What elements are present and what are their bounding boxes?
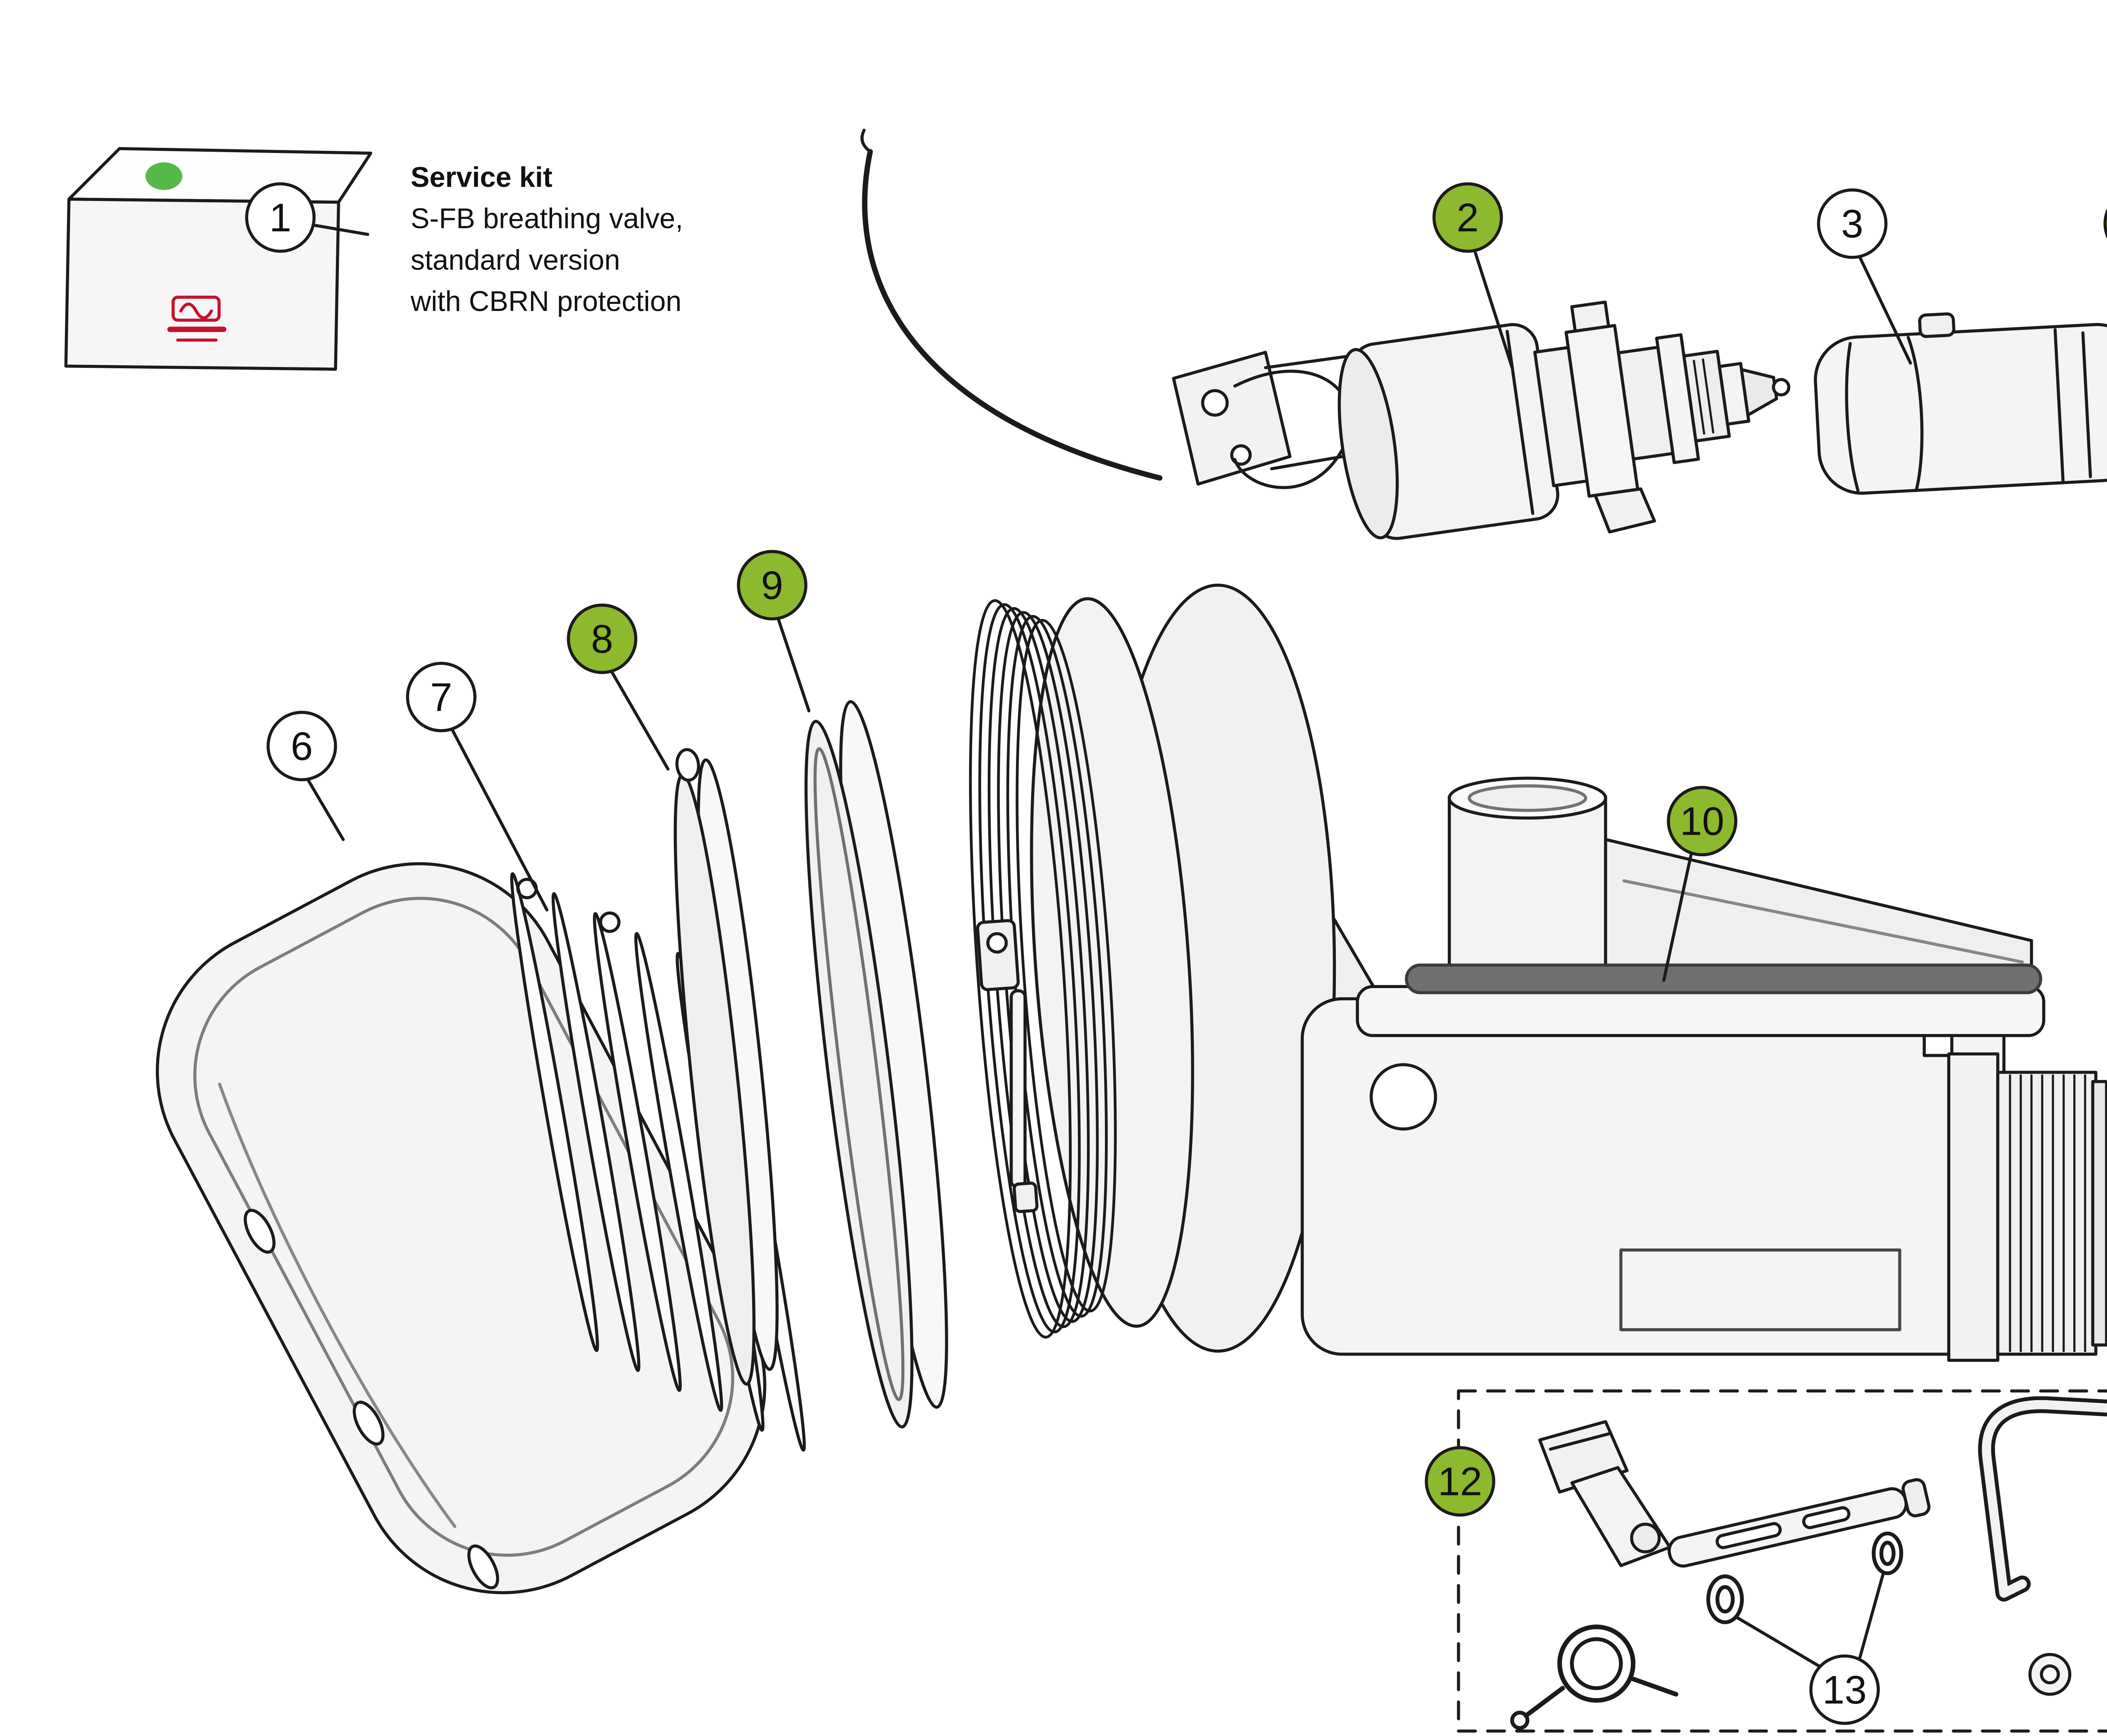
service-kit-line: with CBRN protection [410, 285, 682, 317]
kit-green-dot-icon [145, 162, 182, 190]
callout-1: 1 [245, 182, 316, 253]
part-10-housing [1100, 584, 2107, 1362]
service-kit-box [64, 147, 373, 371]
callout-7: 7 [406, 662, 477, 732]
valve-body [1338, 300, 1791, 540]
o-ring-10 [1405, 963, 2043, 994]
service-kit-line: standard version [410, 244, 620, 276]
callout-3-label: 3 [1841, 201, 1863, 247]
service-kit-title: Service kit [410, 161, 552, 193]
callout-7-label: 7 [430, 674, 453, 720]
callout-6-label: 6 [290, 723, 313, 769]
part-2-valve-assembly [860, 129, 1791, 540]
callout-12-label: 12 [1438, 1458, 1482, 1505]
callout-3: 3 [1817, 188, 1888, 259]
callout-10-label: 10 [1680, 798, 1724, 844]
callout-8: 8 [567, 603, 638, 674]
small-o-rings [1706, 1531, 1903, 1624]
part-12-lever-mechanism [1538, 1420, 1931, 1568]
retaining-clip [1978, 1396, 2107, 1602]
lever-wire [862, 149, 1163, 481]
callout-6: 6 [266, 710, 337, 782]
brand-logo-icon [167, 295, 227, 342]
callout-8-label: 8 [591, 616, 614, 662]
callout-1-label: 1 [269, 194, 292, 241]
service-kit-label: Service kit S-FB breathing valve, standa… [410, 156, 683, 322]
service-parts-dashed-box [1457, 1389, 2107, 1733]
callout-9: 9 [737, 550, 807, 621]
part-8-disc [673, 748, 779, 1386]
torsion-spring [1510, 1624, 1678, 1730]
callout-9-label: 9 [761, 562, 783, 608]
part-9-disc [804, 700, 948, 1429]
callout-2-label: 2 [1456, 194, 1479, 241]
callout-2: 2 [1432, 182, 1503, 253]
callout-13-label: 13 [1822, 1666, 1867, 1713]
service-kit-line: S-FB breathing valve, [410, 202, 684, 235]
callout-13: 13 [1809, 1654, 1880, 1725]
threaded-outlet [1996, 1071, 2098, 1356]
callout-12: 12 [1425, 1446, 1496, 1517]
part-6-cover [155, 862, 767, 1594]
callout-13-leaders [1736, 1573, 1885, 1669]
callout-10: 10 [1667, 786, 1737, 857]
part-3-canister [1814, 312, 2107, 495]
ribbed-membrane [969, 597, 1194, 1339]
washer [2028, 1653, 2072, 1696]
